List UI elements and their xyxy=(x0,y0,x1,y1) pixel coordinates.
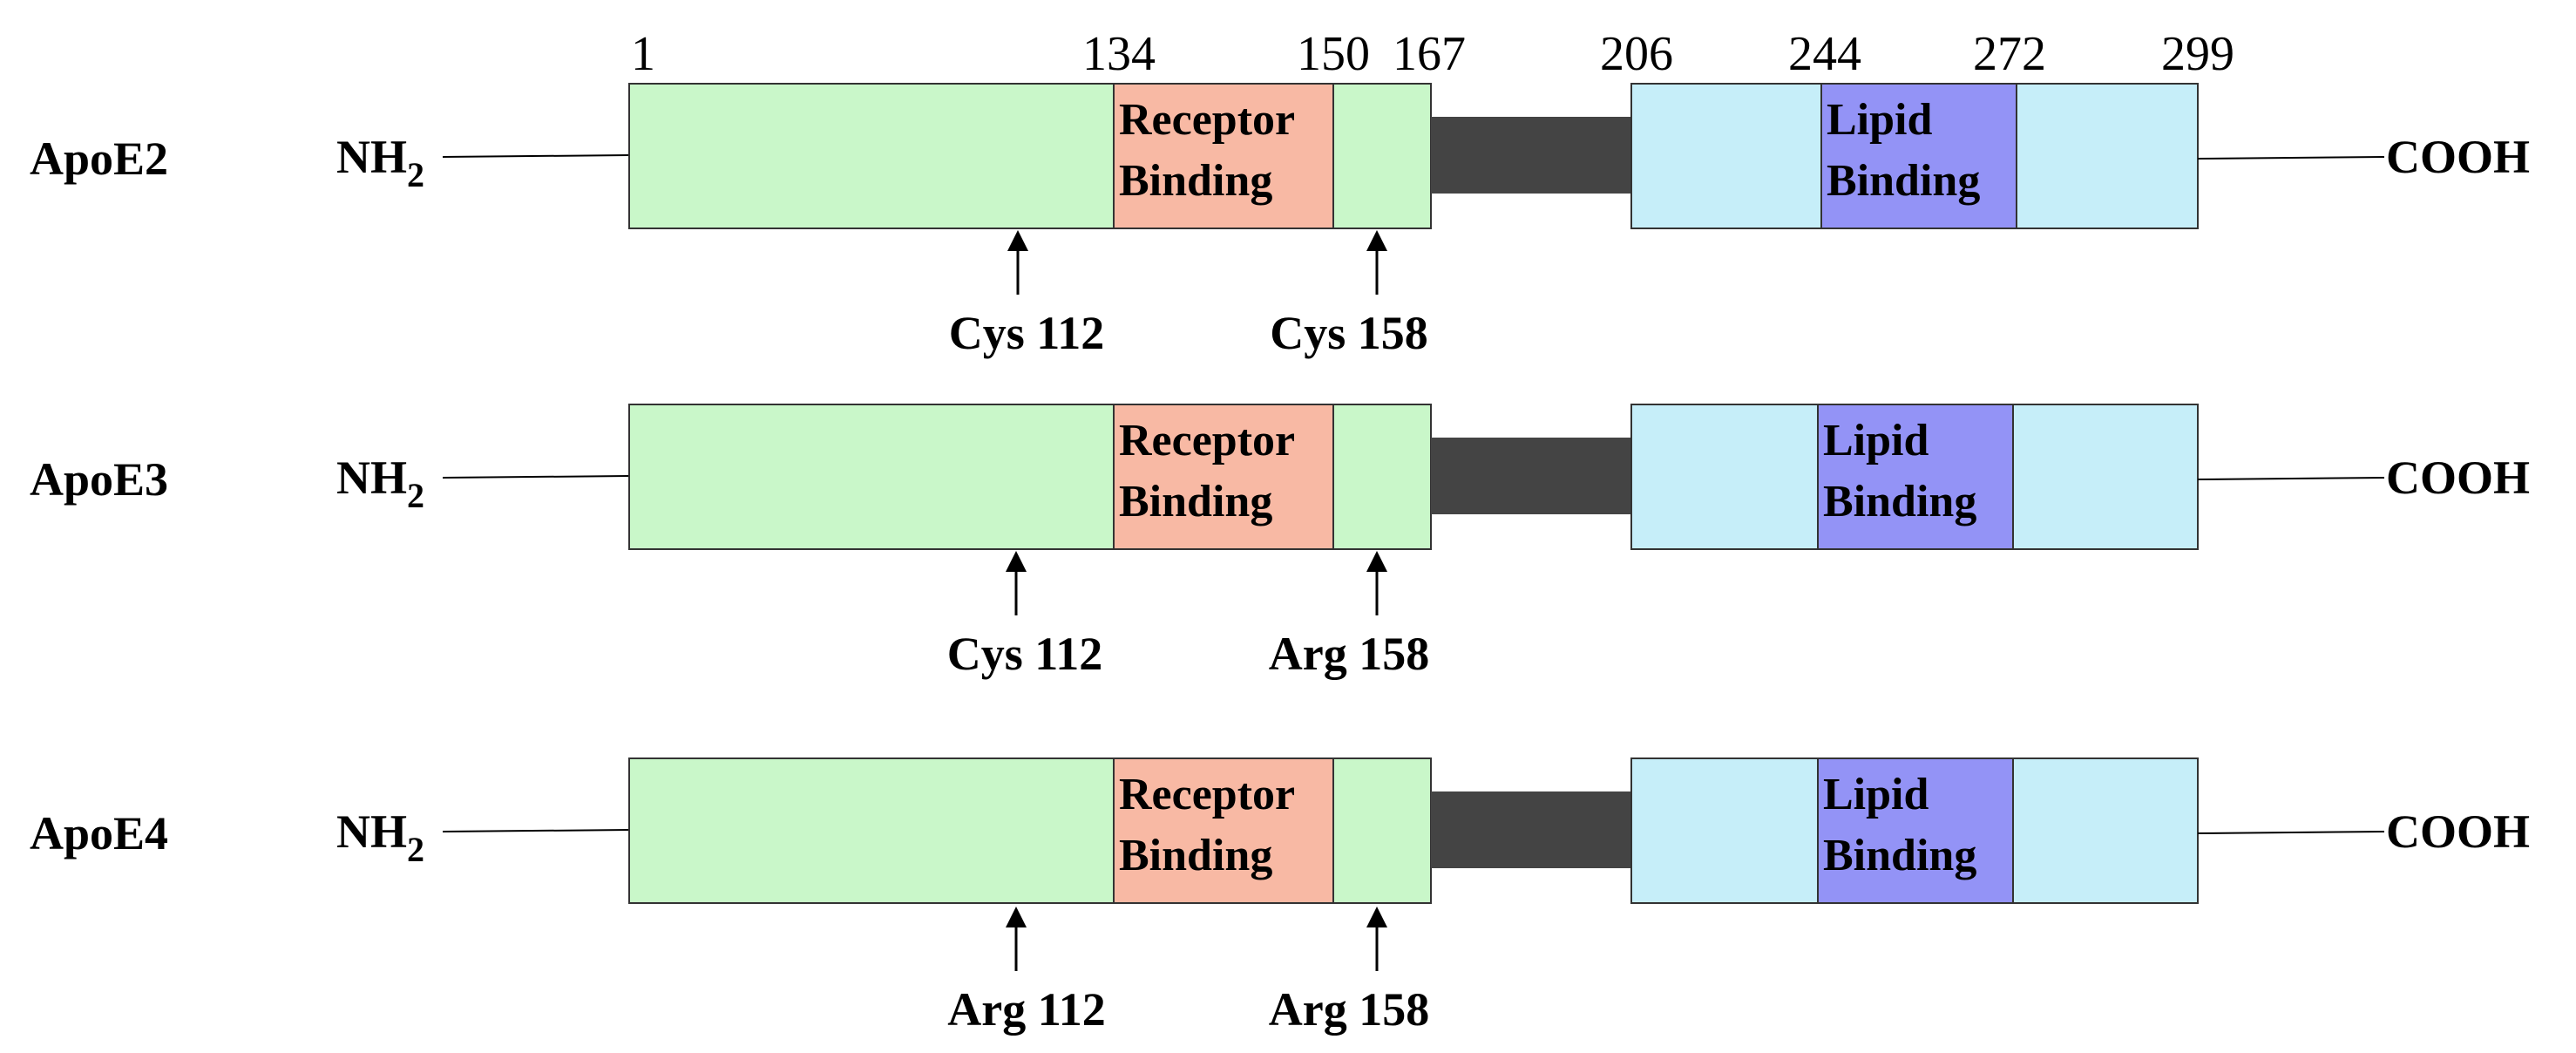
n-terminal-domain xyxy=(628,757,1115,904)
hinge-region xyxy=(1431,791,1631,868)
n-terminus-label: NH2 xyxy=(336,805,424,869)
position-label-272: 272 xyxy=(1973,27,2046,81)
isoform-row-apoe3: ApoE3 NH2 Receptor Binding Lipid Binding… xyxy=(30,404,2530,680)
receptor-binding-label-line1: Receptor xyxy=(1119,95,1295,145)
c-terminal-domain-start xyxy=(1630,404,1819,550)
site-112-label: Arg 112 xyxy=(947,983,1106,1036)
n-terminal-domain-end xyxy=(1332,404,1432,550)
receptor-binding-label-line2: Binding xyxy=(1119,477,1272,526)
lipid-binding-label-line1: Lipid xyxy=(1823,770,1929,819)
n-terminal-domain xyxy=(628,83,1115,229)
c-terminus-label: COOH xyxy=(2386,131,2530,183)
c-terminus-label: COOH xyxy=(2386,805,2530,858)
lipid-binding-domain xyxy=(1817,757,2014,904)
position-label-206: 206 xyxy=(1600,27,1673,81)
isoform-row-apoe4: ApoE4 NH2 Receptor Binding Lipid Binding… xyxy=(30,757,2530,1036)
c-terminal-tail xyxy=(2197,477,2385,480)
n-terminal-tail xyxy=(442,829,630,832)
receptor-binding-label-line2: Binding xyxy=(1119,831,1272,880)
hinge-region xyxy=(1431,117,1631,194)
receptor-binding-label-line1: Receptor xyxy=(1119,770,1295,819)
lipid-binding-label-line2: Binding xyxy=(1823,831,1976,880)
c-terminal-domain-start xyxy=(1630,757,1819,904)
n-terminal-domain-end xyxy=(1332,757,1432,904)
position-label-150: 150 xyxy=(1297,27,1370,81)
lipid-binding-domain xyxy=(1817,404,2014,550)
lipid-binding-label-line1: Lipid xyxy=(1823,416,1929,465)
isoform-name: ApoE3 xyxy=(30,453,168,506)
site-158-label: Arg 158 xyxy=(1269,983,1429,1036)
c-terminal-tail xyxy=(2197,156,2385,160)
lipid-binding-label-line1: Lipid xyxy=(1827,95,1932,145)
receptor-binding-domain xyxy=(1113,757,1334,904)
site-158-label: Arg 158 xyxy=(1269,628,1429,680)
n-terminal-domain-end xyxy=(1332,83,1432,229)
position-label-167: 167 xyxy=(1393,27,1466,81)
site-112-label: Cys 112 xyxy=(947,628,1103,680)
n-terminal-tail xyxy=(442,475,630,479)
n-terminal-tail xyxy=(442,154,630,158)
receptor-binding-label-line1: Receptor xyxy=(1119,416,1295,465)
isoform-name: ApoE4 xyxy=(30,807,168,859)
c-terminal-domain-end xyxy=(2016,83,2199,229)
position-label-1: 1 xyxy=(631,27,655,81)
site-158-label: Cys 158 xyxy=(1270,307,1428,359)
c-terminal-domain-end xyxy=(2012,404,2199,550)
position-label-244: 244 xyxy=(1788,27,1861,81)
receptor-binding-domain xyxy=(1113,83,1334,229)
n-terminal-domain xyxy=(628,404,1115,550)
isoform-row-apoe2: ApoE2 NH2 Receptor Binding Lipid Binding… xyxy=(30,83,2530,359)
receptor-binding-label-line2: Binding xyxy=(1119,156,1272,206)
c-terminus-label: COOH xyxy=(2386,452,2530,504)
position-label-134: 134 xyxy=(1082,27,1156,81)
c-terminal-domain-start xyxy=(1630,83,1822,229)
lipid-binding-label-line2: Binding xyxy=(1823,477,1976,526)
hinge-region xyxy=(1431,438,1631,514)
position-label-299: 299 xyxy=(2161,27,2234,81)
c-terminal-tail xyxy=(2197,831,2385,834)
receptor-binding-domain xyxy=(1113,404,1334,550)
isoform-name: ApoE2 xyxy=(30,132,168,185)
n-terminus-label: NH2 xyxy=(336,452,424,515)
lipid-binding-label-line2: Binding xyxy=(1827,156,1980,206)
site-112-label: Cys 112 xyxy=(949,307,1105,359)
position-labels: 1 134 150 167 206 244 272 299 xyxy=(631,27,2234,81)
c-terminal-domain-end xyxy=(2012,757,2199,904)
n-terminus-label: NH2 xyxy=(336,131,424,194)
lipid-binding-domain xyxy=(1820,83,2017,229)
